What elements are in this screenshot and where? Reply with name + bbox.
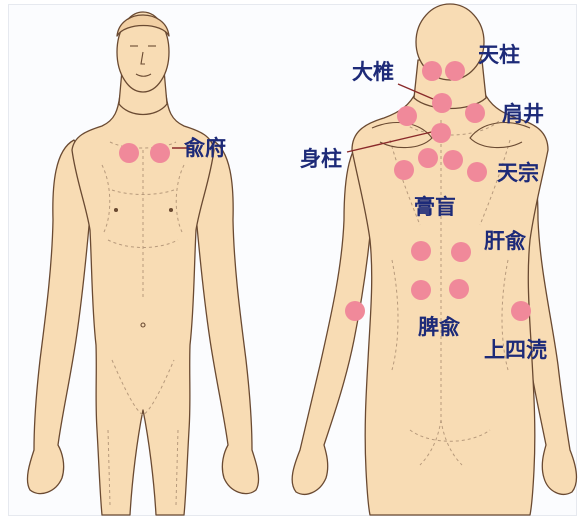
acupoint-shenzhu <box>431 123 451 143</box>
acupoint-ganyu-left <box>451 242 471 262</box>
label-tianzong: 天宗 <box>497 162 539 184</box>
label-piyu: 脾兪 <box>418 316 460 338</box>
acupoint-tianzong-right <box>394 160 414 180</box>
label-dazhui: 大椎 <box>352 61 394 83</box>
acupoint-tianzong-left <box>467 162 487 182</box>
acupoint-tianzhu-right <box>422 61 442 81</box>
acupoint-tianzhu-left <box>445 61 465 81</box>
label-shenzhu: 身柱 <box>300 148 342 170</box>
acupoint-ganyu-right <box>411 241 431 261</box>
acupoint-yufu-right <box>119 143 139 163</box>
acupoint-jianjing-left <box>465 103 485 123</box>
label-tianzhu: 天柱 <box>478 44 520 66</box>
acupoint-arm-right <box>345 301 365 321</box>
acupoint-gaohuang-right <box>418 148 438 168</box>
label-shangsiwan: 上四涜 <box>484 339 547 361</box>
acupoint-yufu-left <box>150 143 170 163</box>
acupoint-jianjing-right <box>397 106 417 126</box>
label-ganyu: 肝兪 <box>484 230 526 252</box>
label-gaohuang: 膏盲 <box>414 196 456 218</box>
label-yufu: 兪府 <box>184 137 226 159</box>
acupoint-piyu-left <box>449 279 469 299</box>
front-body-figure <box>27 12 258 515</box>
acupoint-gaohuang-left <box>443 150 463 170</box>
acupoint-shangsiwan <box>511 301 531 321</box>
acupoint-dazhui <box>432 93 452 113</box>
label-jianjing: 肩井 <box>502 103 544 125</box>
acupoint-piyu-right <box>411 280 431 300</box>
